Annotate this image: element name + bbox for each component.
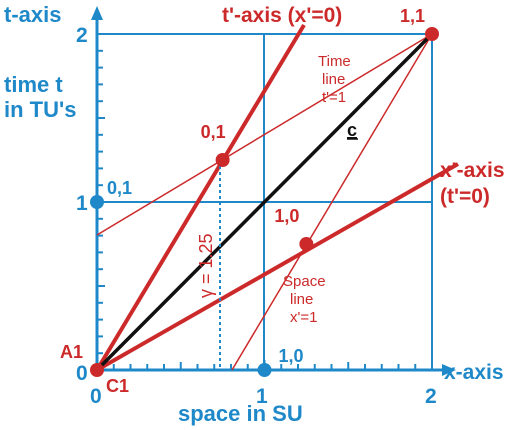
points: 0,1 1,0 1,1 0,1 1,0 — [90, 6, 439, 377]
tick-label-t1: 1 — [76, 192, 88, 215]
point-label-xprime-unit: 1,0 — [274, 206, 299, 226]
t-axis-arrow — [91, 6, 103, 20]
point-origin — [90, 363, 104, 377]
x-prime-axis-label-1: x'-axis — [440, 159, 505, 182]
point-label-tprime-unit: 0,1 — [201, 122, 226, 142]
time-line-label-2: line — [322, 71, 345, 88]
light-line-c — [95, 32, 434, 372]
point-label-x-unit: 1,0 — [279, 346, 304, 366]
point-label-t-unit: 0,1 — [107, 178, 132, 198]
x-prime-axis-label-2: (t'=0) — [440, 185, 490, 208]
space-line-x1 — [231, 33, 433, 371]
space-line-label-2: line — [290, 291, 313, 308]
space-line-label-1: Space — [283, 273, 326, 290]
point-tprime-unit — [215, 153, 230, 167]
red-lines — [95, 23, 459, 372]
c-label: c — [347, 120, 357, 140]
tick-label-x0: 0 — [90, 385, 102, 408]
time-line-t1 — [96, 33, 433, 236]
space-label: space in SU — [178, 401, 303, 426]
tick-label-x2: 2 — [425, 385, 437, 408]
tick-label-x1: 1 — [256, 385, 268, 408]
tick-label-t2: 2 — [76, 24, 88, 47]
x-axis-label: x-axis — [444, 361, 504, 384]
point-t-unit — [90, 195, 104, 209]
labels: t-axis t'-axis (x'=0) x'-axis (t'=0) x-a… — [4, 2, 505, 426]
x-prime-axis — [96, 162, 459, 372]
a1-label: A1 — [60, 342, 83, 362]
t-axis-label: t-axis — [4, 2, 61, 27]
time-t-label-1: time t — [4, 72, 63, 97]
t-prime-axis — [95, 23, 306, 372]
x-axis-arrow — [442, 364, 456, 376]
point-x-unit — [257, 363, 272, 377]
point-xprime-unit — [299, 237, 314, 251]
point-label-corner: 1,1 — [400, 6, 425, 26]
c1-label: C1 — [106, 376, 129, 396]
time-t-label-2: in TU's — [4, 97, 76, 122]
time-line-label-3: t'=1 — [322, 89, 346, 106]
gamma-label: γ = 1.25 — [196, 233, 216, 298]
tick-label-t0: 0 — [76, 362, 88, 385]
t-prime-axis-label: t'-axis (x'=0) — [222, 4, 342, 27]
space-line-label-3: x'=1 — [290, 309, 317, 326]
time-line-label-1: Time — [318, 53, 351, 70]
point-corner — [425, 27, 439, 41]
tick-marks — [97, 33, 433, 370]
